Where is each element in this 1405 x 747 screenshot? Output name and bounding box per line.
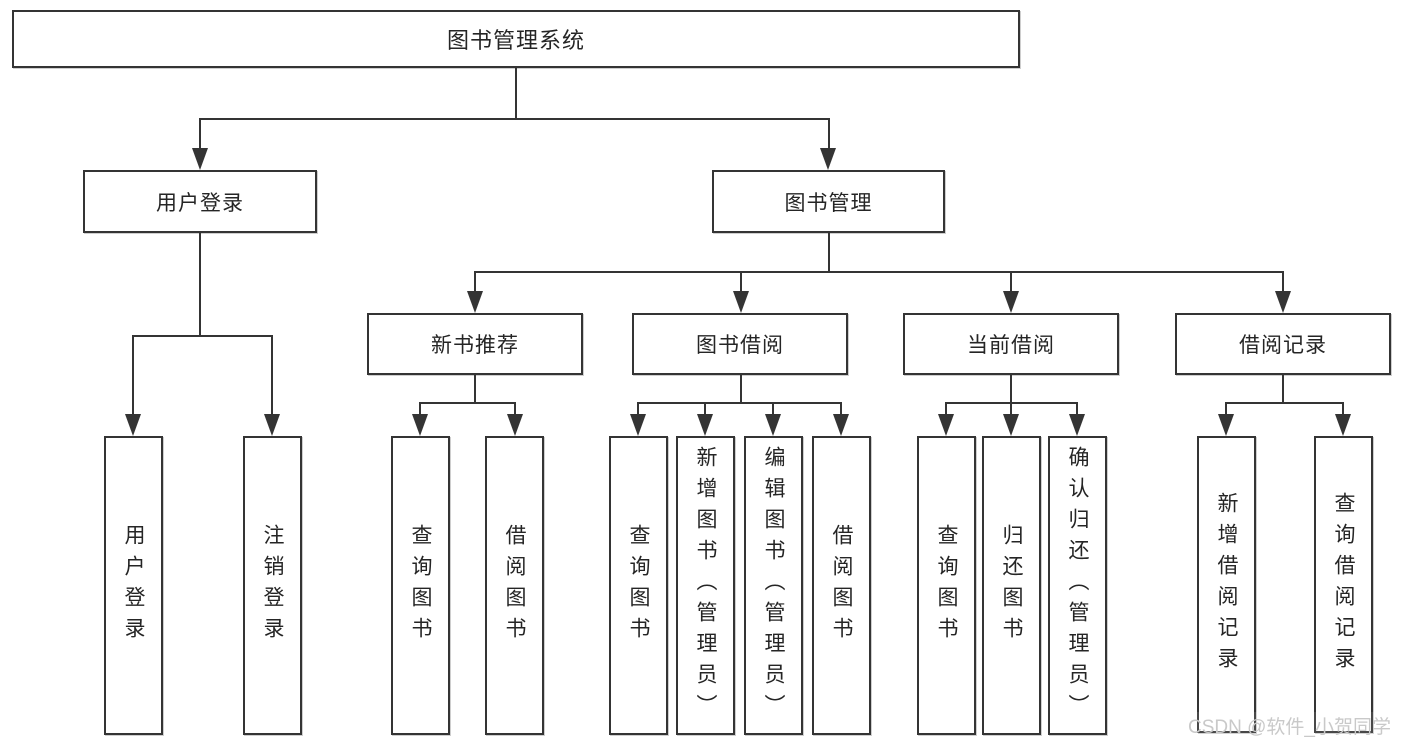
leaf-borrow-books-label: 借阅图书 — [830, 523, 853, 648]
node-borrow-records: 借阅记录 — [1175, 313, 1391, 375]
leaf-query-books-current-label: 查询图书 — [935, 523, 958, 648]
connector-drop-book-management — [828, 118, 830, 153]
connector-drop-leaf — [840, 402, 842, 419]
arrowhead-down-icon — [1069, 414, 1085, 436]
leaf-edit-book-admin: 编辑图书（管理员） — [744, 436, 803, 735]
connector-drop-leaf — [132, 335, 134, 419]
node-book-management: 图书管理 — [712, 170, 945, 233]
node-borrow-records-label: 借阅记录 — [1239, 334, 1327, 357]
arrowhead-down-icon — [264, 414, 280, 436]
leaf-user-login: 用户登录 — [104, 436, 163, 735]
leaf-return-book-label: 归还图书 — [1000, 523, 1023, 648]
node-current-borrow: 当前借阅 — [903, 313, 1119, 375]
leaf-logout-label: 注销登录 — [261, 523, 284, 648]
leaf-confirm-return-admin-label: 确认归还（管理员） — [1066, 446, 1089, 725]
node-book-borrow: 图书借阅 — [632, 313, 848, 375]
connector-stem-borrow-records — [1282, 373, 1284, 404]
leaf-add-book-admin-label: 新增图书（管理员） — [694, 446, 717, 725]
connector-drop-leaf — [1010, 402, 1012, 419]
connector-bus-borrow-records — [1225, 402, 1344, 404]
leaf-add-book-admin: 新增图书（管理员） — [676, 436, 735, 735]
connector-drop-borrow-records — [1282, 271, 1284, 297]
arrowhead-down-icon — [765, 414, 781, 436]
leaf-query-books-current: 查询图书 — [917, 436, 976, 735]
arrowhead-down-icon — [733, 291, 749, 313]
arrowhead-down-icon — [697, 414, 713, 436]
connector-stem-user-login — [199, 231, 201, 336]
connector-bus-user-login — [132, 335, 273, 337]
connector-drop-leaf — [1225, 402, 1227, 419]
node-user-login-label: 用户登录 — [156, 191, 244, 215]
connector-stem-root — [515, 66, 517, 119]
leaf-borrow-books-recommend: 借阅图书 — [485, 436, 544, 735]
arrowhead-down-icon — [125, 414, 141, 436]
arrowhead-down-icon — [1335, 414, 1351, 436]
connector-drop-book-borrow — [740, 271, 742, 297]
connector-bus-new-book — [419, 402, 516, 404]
leaf-borrow-books-recommend-label: 借阅图书 — [503, 523, 526, 648]
connector-drop-leaf — [1342, 402, 1344, 419]
leaf-edit-book-admin-label: 编辑图书（管理员） — [762, 446, 785, 725]
node-root: 图书管理系统 — [12, 10, 1020, 68]
connector-drop-leaf — [772, 402, 774, 419]
leaf-query-books-borrow-label: 查询图书 — [627, 523, 650, 648]
connector-drop-leaf — [514, 402, 516, 419]
arrowhead-down-icon — [467, 291, 483, 313]
node-current-borrow-label: 当前借阅 — [967, 334, 1055, 357]
node-new-book-recommend-label: 新书推荐 — [431, 334, 519, 357]
connector-drop-leaf — [1076, 402, 1078, 419]
leaf-user-login-label: 用户登录 — [122, 523, 145, 648]
arrowhead-down-icon — [833, 414, 849, 436]
arrowhead-down-icon — [1218, 414, 1234, 436]
leaf-borrow-books: 借阅图书 — [812, 436, 871, 735]
connector-stem-current-borrow — [1010, 373, 1012, 404]
connector-drop-new-book — [474, 271, 476, 297]
connector-stem-new-book — [474, 373, 476, 404]
leaf-query-books-recommend-label: 查询图书 — [409, 523, 432, 648]
arrowhead-down-icon — [1003, 414, 1019, 436]
leaf-logout: 注销登录 — [243, 436, 302, 735]
connector-drop-leaf — [271, 335, 273, 419]
connector-stem-book-management — [828, 231, 830, 273]
connector-stem-book-borrow — [740, 373, 742, 404]
connector-drop-leaf — [419, 402, 421, 419]
leaf-return-book: 归还图书 — [982, 436, 1041, 735]
connector-drop-user-login — [199, 118, 201, 153]
node-book-borrow-label: 图书借阅 — [696, 334, 784, 357]
node-root-label: 图书管理系统 — [446, 28, 585, 53]
arrowhead-down-icon — [507, 414, 523, 436]
watermark: CSDN @软件_小贺同学 — [1188, 712, 1391, 739]
connector-drop-leaf — [637, 402, 639, 419]
connector-bus-root — [199, 118, 830, 120]
connector-drop-leaf — [704, 402, 706, 419]
leaf-query-books-borrow: 查询图书 — [609, 436, 668, 735]
connector-bus-book-management — [474, 271, 1284, 273]
arrowhead-down-icon — [820, 148, 836, 170]
leaf-add-borrow-record: 新增借阅记录 — [1197, 436, 1256, 733]
connector-drop-leaf — [945, 402, 947, 419]
arrowhead-down-icon — [938, 414, 954, 436]
arrowhead-down-icon — [1275, 291, 1291, 313]
arrowhead-down-icon — [412, 414, 428, 436]
connector-bus-book-borrow — [637, 402, 842, 404]
node-book-management-label: 图书管理 — [784, 191, 873, 215]
arrowhead-down-icon — [1003, 291, 1019, 313]
leaf-query-borrow-record: 查询借阅记录 — [1314, 436, 1373, 733]
arrowhead-down-icon — [192, 148, 208, 170]
connector-drop-current-borrow — [1010, 271, 1012, 297]
node-new-book-recommend: 新书推荐 — [367, 313, 583, 375]
node-user-login: 用户登录 — [83, 170, 317, 233]
leaf-query-borrow-record-label: 查询借阅记录 — [1332, 491, 1355, 678]
leaf-confirm-return-admin: 确认归还（管理员） — [1048, 436, 1107, 735]
arrowhead-down-icon — [630, 414, 646, 436]
leaf-query-books-recommend: 查询图书 — [391, 436, 450, 735]
leaf-add-borrow-record-label: 新增借阅记录 — [1215, 491, 1238, 678]
